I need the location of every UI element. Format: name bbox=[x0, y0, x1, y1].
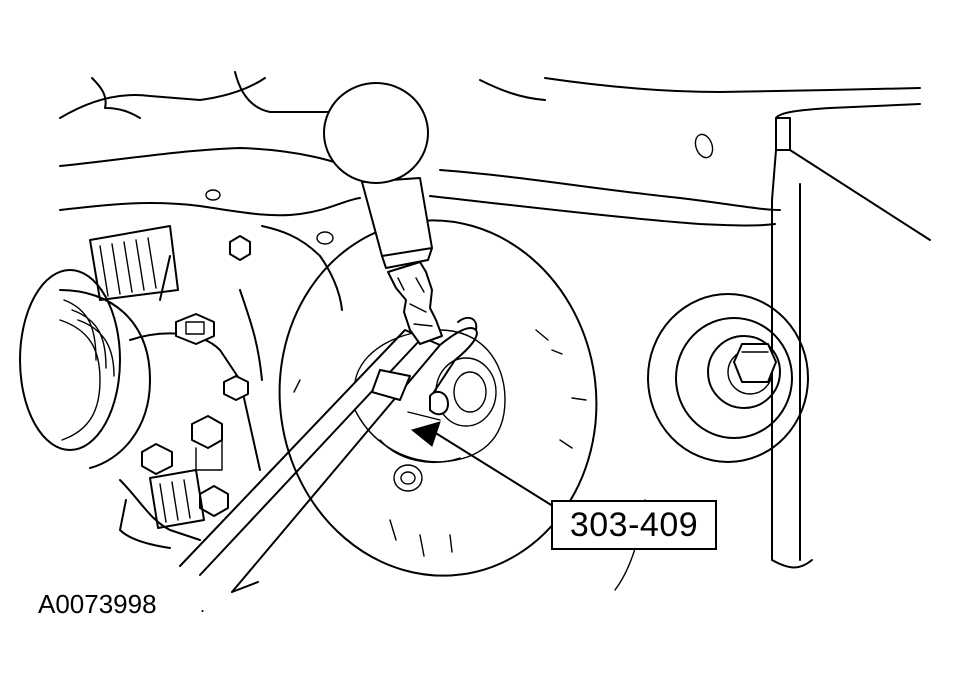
bolt-icon bbox=[733, 343, 777, 383]
housing-hole bbox=[205, 189, 221, 201]
pulley-hole bbox=[393, 464, 423, 492]
holding-tool-303-409 bbox=[179, 261, 478, 593]
callout-arrow bbox=[410, 421, 557, 509]
bolt-icon bbox=[199, 485, 229, 517]
dot-mark: . bbox=[200, 596, 205, 616]
idler-pulley bbox=[647, 293, 809, 463]
engine-housing bbox=[59, 71, 921, 257]
bolt-icon bbox=[191, 415, 223, 471]
bolt-icon bbox=[141, 443, 173, 475]
breaker-bar-handle bbox=[323, 82, 433, 269]
figure-reference-id: A0073998 bbox=[38, 589, 157, 619]
callout-label: 303-409 bbox=[551, 500, 717, 550]
frame-rail bbox=[771, 103, 931, 569]
bolt-icon bbox=[229, 235, 251, 261]
housing-hole bbox=[316, 231, 334, 245]
left-components bbox=[19, 225, 343, 549]
bolt-icon bbox=[223, 375, 249, 401]
bolt-icon bbox=[175, 313, 215, 345]
housing-hole bbox=[694, 133, 714, 159]
